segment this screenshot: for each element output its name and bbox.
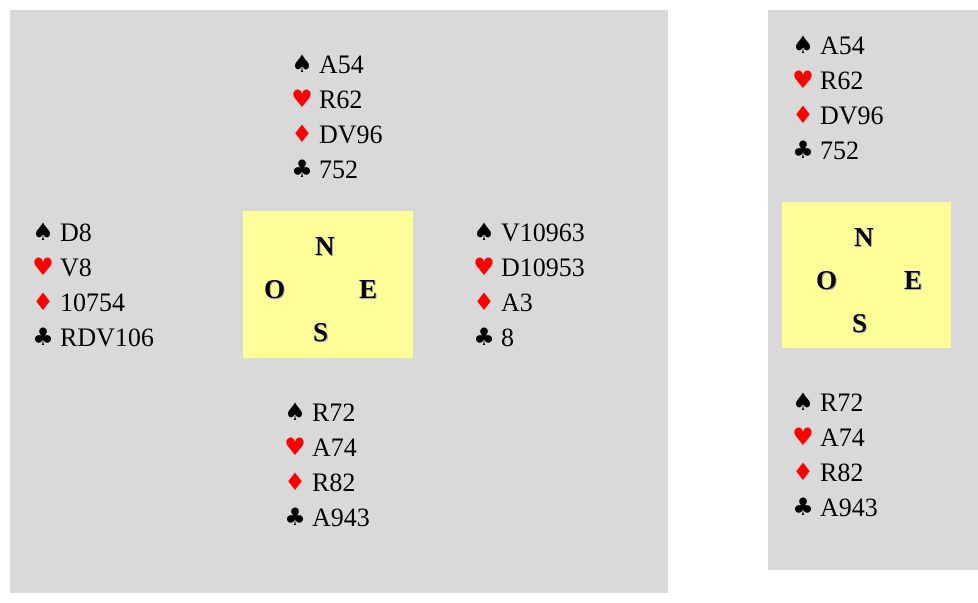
diamond-icon: ♦ [284, 468, 306, 496]
south-clubs: A943 [312, 503, 370, 532]
heart-icon: ♥ [792, 423, 814, 451]
diamond-icon: ♦ [473, 288, 495, 316]
compass-west: O [264, 274, 286, 304]
spade-icon: ♠ [473, 218, 495, 246]
partial-compass-south: S [852, 308, 868, 338]
heart-icon: ♥ [792, 66, 814, 94]
partial-compass-east: E [904, 265, 923, 295]
partial-north-spades-row: ♠A54 [790, 28, 884, 63]
heart-icon: ♥ [32, 253, 54, 281]
partial-north-hand: ♠A54 ♥R62 ♦DV96 ♣752 [790, 28, 884, 168]
spade-icon: ♠ [32, 218, 54, 246]
south-diamonds-row: ♦R82 [282, 465, 370, 500]
spade-icon: ♠ [792, 31, 814, 59]
east-diamonds: A3 [501, 288, 533, 317]
partial-compass-box: N O E S [782, 202, 951, 348]
west-diamonds: 10754 [60, 288, 125, 317]
west-hand: ♠D8 ♥V8 ♦10754 ♣RDV106 [30, 215, 154, 355]
east-clubs-row: ♣8 [471, 320, 585, 355]
east-spades-row: ♠V10963 [471, 215, 585, 250]
club-icon: ♣ [792, 136, 814, 164]
full-deal-diagram: ♠A54 ♥R62 ♦DV96 ♣752 ♠D8 ♥V8 ♦10754 ♣RDV… [10, 10, 668, 593]
north-diamonds: DV96 [319, 120, 383, 149]
club-icon: ♣ [32, 323, 54, 351]
partial-compass-west: O [816, 265, 838, 295]
east-clubs: 8 [501, 323, 514, 352]
east-hearts-row: ♥D10953 [471, 250, 585, 285]
compass-box: N O E S [243, 211, 413, 358]
partial-south-spades-row: ♠R72 [790, 385, 878, 420]
north-hearts: R62 [319, 85, 363, 114]
partial-north-clubs-row: ♣752 [790, 133, 884, 168]
partial-south-diamonds: R82 [820, 458, 864, 487]
north-diamonds-row: ♦DV96 [289, 117, 383, 152]
partial-south-hearts-row: ♥A74 [790, 420, 878, 455]
heart-icon: ♥ [284, 433, 306, 461]
south-hand: ♠R72 ♥A74 ♦R82 ♣A943 [282, 395, 370, 535]
partial-south-hand: ♠R72 ♥A74 ♦R82 ♣A943 [790, 385, 878, 525]
spade-icon: ♠ [284, 398, 306, 426]
south-spades-row: ♠R72 [282, 395, 370, 430]
west-diamonds-row: ♦10754 [30, 285, 154, 320]
club-icon: ♣ [473, 323, 495, 351]
partial-south-spades: R72 [820, 388, 864, 417]
south-hearts-row: ♥A74 [282, 430, 370, 465]
diamond-icon: ♦ [291, 120, 313, 148]
north-spades-row: ♠A54 [289, 47, 383, 82]
west-spades-row: ♠D8 [30, 215, 154, 250]
partial-south-hearts: A74 [820, 423, 865, 452]
partial-south-diamonds-row: ♦R82 [790, 455, 878, 490]
partial-deal-diagram: ♠A54 ♥R62 ♦DV96 ♣752 N O E S ♠R72 ♥A74 ♦… [768, 10, 978, 570]
partial-north-diamonds-row: ♦DV96 [790, 98, 884, 133]
west-clubs-row: ♣RDV106 [30, 320, 154, 355]
partial-north-diamonds: DV96 [820, 101, 884, 130]
partial-north-spades: A54 [820, 31, 865, 60]
south-hearts: A74 [312, 433, 357, 462]
diamond-icon: ♦ [792, 458, 814, 486]
partial-north-clubs: 752 [820, 136, 859, 165]
north-hand: ♠A54 ♥R62 ♦DV96 ♣752 [289, 47, 383, 187]
partial-south-clubs-row: ♣A943 [790, 490, 878, 525]
spade-icon: ♠ [291, 50, 313, 78]
west-spades: D8 [60, 218, 92, 247]
north-hearts-row: ♥R62 [289, 82, 383, 117]
south-spades: R72 [312, 398, 356, 427]
compass-east: E [359, 274, 378, 304]
partial-north-hearts: R62 [820, 66, 864, 95]
club-icon: ♣ [284, 503, 306, 531]
south-clubs-row: ♣A943 [282, 500, 370, 535]
east-hearts: D10953 [501, 253, 585, 282]
spade-icon: ♠ [792, 388, 814, 416]
north-spades: A54 [319, 50, 364, 79]
west-clubs: RDV106 [60, 323, 154, 352]
partial-north-hearts-row: ♥R62 [790, 63, 884, 98]
partial-compass-north: N [854, 222, 874, 252]
club-icon: ♣ [291, 155, 313, 183]
compass-north: N [315, 231, 335, 261]
heart-icon: ♥ [473, 253, 495, 281]
east-hand: ♠V10963 ♥D10953 ♦A3 ♣8 [471, 215, 585, 355]
north-clubs-row: ♣752 [289, 152, 383, 187]
diamond-icon: ♦ [32, 288, 54, 316]
west-hearts: V8 [60, 253, 92, 282]
east-spades: V10963 [501, 218, 585, 247]
east-diamonds-row: ♦A3 [471, 285, 585, 320]
diamond-icon: ♦ [792, 101, 814, 129]
compass-south: S [313, 317, 329, 347]
south-diamonds: R82 [312, 468, 356, 497]
club-icon: ♣ [792, 493, 814, 521]
north-clubs: 752 [319, 155, 358, 184]
heart-icon: ♥ [291, 85, 313, 113]
west-hearts-row: ♥V8 [30, 250, 154, 285]
partial-south-clubs: A943 [820, 493, 878, 522]
